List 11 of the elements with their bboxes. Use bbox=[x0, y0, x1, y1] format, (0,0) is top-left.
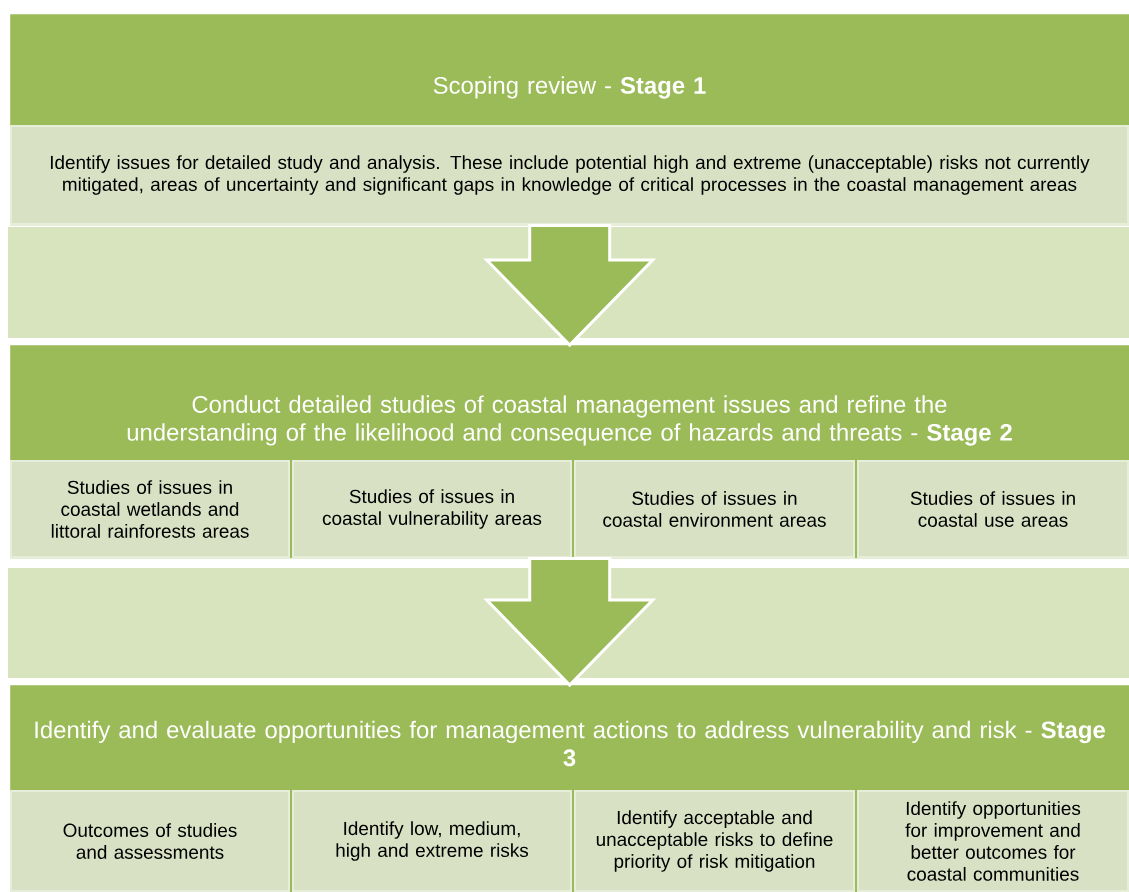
block-arrow bbox=[483, 556, 657, 688]
text-box: Studies of issues in coastal vulnerability areas bbox=[292, 460, 572, 558]
text-box: Studies of issues in coastal wetlands and littoral rainforests areas bbox=[10, 460, 290, 558]
text-box: Identify acceptable and unacceptable risks to define priority of risk mitigation bbox=[574, 790, 855, 892]
block-arrow bbox=[483, 223, 657, 348]
text-box: Studies of issues in coastal environment areas bbox=[574, 460, 855, 558]
text-box: Studies of issues in coastal use areas bbox=[857, 460, 1129, 558]
text-box: Identify issues for detailed study and analysis. These include potential high and extreme (unacceptable) risks not currently mitigated, areas of uncertainty and significant gaps in knowledge of critical processes in the coastal management areas bbox=[10, 125, 1129, 225]
text-box: Identify low, medium, high and extreme risks bbox=[292, 790, 572, 892]
text-box: Identify opportunities for improvement and better outcomes for coastal communities bbox=[857, 790, 1129, 892]
text-box: Outcomes of studies and assessments bbox=[10, 790, 290, 892]
